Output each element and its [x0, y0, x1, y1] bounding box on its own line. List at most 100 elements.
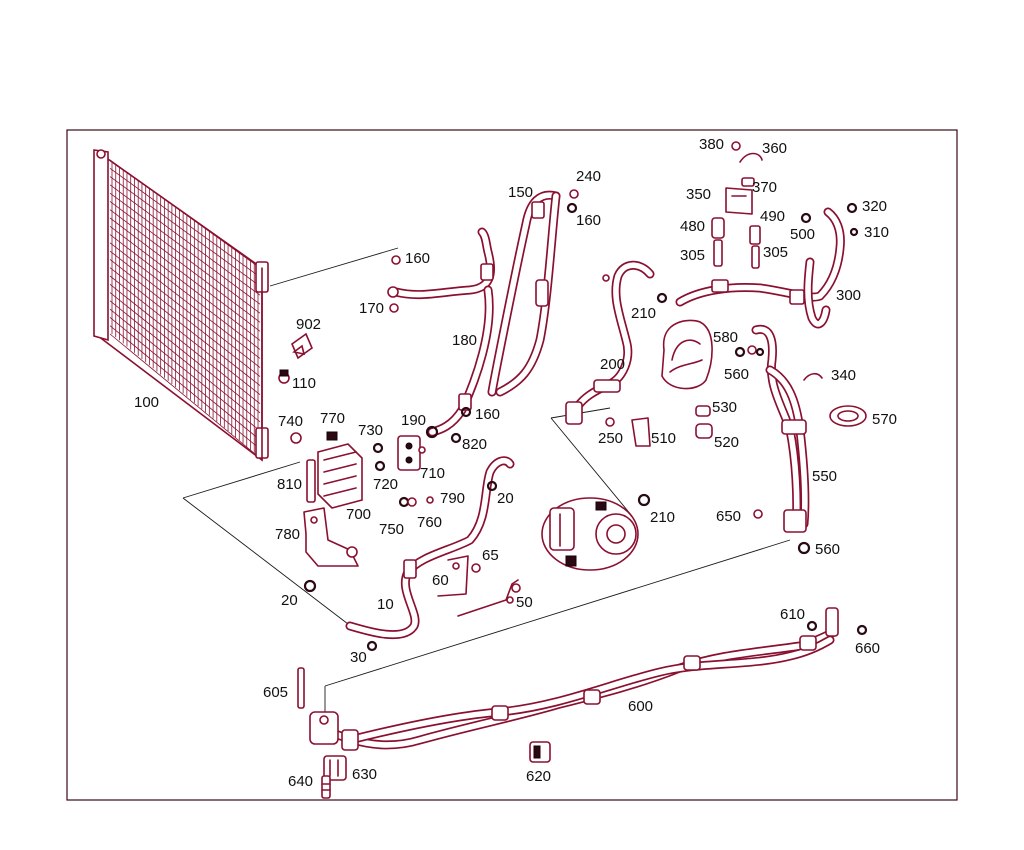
callout-620: 620 — [526, 768, 551, 785]
bolt-640 — [321, 775, 331, 799]
condenser-tube — [109, 275, 261, 395]
callout-350: 350 — [686, 186, 711, 203]
hose-150 — [487, 190, 561, 397]
callout-560: 560 — [815, 541, 840, 558]
callout-902: 902 — [296, 316, 321, 333]
line-50 — [457, 579, 521, 617]
callout-160: 160 — [475, 406, 500, 423]
condenser-tube — [109, 242, 261, 359]
condenser-tube — [109, 225, 261, 341]
callout-190: 190 — [401, 412, 426, 429]
condenser-tube — [109, 167, 261, 278]
condenser-tube — [109, 317, 261, 441]
bracket-350 — [725, 141, 763, 215]
callout-250: 250 — [598, 430, 623, 447]
callout-370: 370 — [752, 179, 777, 196]
clip-510 — [605, 417, 651, 447]
hose-300 — [661, 202, 859, 390]
callout-160: 160 — [405, 250, 430, 267]
callout-770: 770 — [320, 410, 345, 427]
callout-790: 790 — [440, 490, 465, 507]
condenser-tube — [109, 184, 261, 296]
callout-320: 320 — [862, 198, 887, 215]
condenser — [93, 149, 269, 462]
condenser-tube — [109, 267, 261, 386]
condenser-tube — [109, 333, 261, 459]
callout-600: 600 — [628, 698, 653, 715]
callout-100: 100 — [134, 394, 159, 411]
expansion-valve-710 — [397, 425, 462, 471]
callout-780: 780 — [275, 526, 300, 543]
hose-600 — [297, 607, 868, 751]
callout-700: 700 — [346, 506, 371, 523]
condenser-tube — [109, 250, 261, 368]
callout-500: 500 — [790, 226, 815, 243]
diagram-frame — [66, 129, 958, 801]
callout-50: 50 — [516, 594, 533, 611]
callout-650: 650 — [716, 508, 741, 525]
callout-660: 660 — [855, 640, 880, 657]
pressure-sensor-480 — [711, 217, 725, 267]
condenser-tube — [109, 325, 261, 450]
callout-750: 750 — [379, 521, 404, 538]
callout-605: 605 — [263, 684, 288, 701]
callout-820: 820 — [462, 436, 487, 453]
receiver-drier-700 — [290, 431, 434, 509]
callout-640: 640 — [288, 773, 313, 790]
condenser-tube — [109, 308, 261, 432]
pressure-sensor-490 — [749, 225, 761, 269]
callout-200: 200 — [600, 356, 625, 373]
callout-580: 580 — [713, 329, 738, 346]
callout-110: 110 — [292, 375, 316, 392]
callout-730: 730 — [358, 422, 383, 439]
callout-labels: 100 110 902 160 170 180 150 240 160 160 … — [134, 136, 897, 790]
callout-160: 160 — [576, 212, 601, 229]
condenser-tube — [109, 283, 261, 405]
bolt-110 — [278, 369, 290, 384]
callout-530: 530 — [712, 399, 737, 416]
condenser-tube — [109, 234, 261, 350]
callout-760: 760 — [417, 514, 442, 531]
condenser-tube — [109, 201, 261, 314]
callout-10: 10 — [377, 596, 394, 613]
callout-65: 65 — [482, 547, 499, 564]
callout-560: 560 — [724, 366, 749, 383]
condenser-tube — [109, 259, 261, 377]
condenser-tube — [109, 300, 261, 423]
callout-810: 810 — [277, 476, 302, 493]
callout-20: 20 — [497, 490, 514, 507]
callout-180: 180 — [452, 332, 477, 349]
bracket-902 — [291, 332, 313, 360]
callout-610: 610 — [780, 606, 805, 623]
callout-550: 550 — [812, 468, 837, 485]
callout-520: 520 — [714, 434, 739, 451]
bracket-780 — [303, 507, 359, 567]
callout-150: 150 — [508, 184, 533, 201]
callout-240: 240 — [576, 168, 601, 185]
leader-lines — [182, 247, 791, 712]
condenser-tube — [109, 217, 261, 332]
hose-200 — [565, 260, 668, 425]
clip-620 — [529, 741, 551, 763]
callout-380: 380 — [699, 136, 724, 153]
small-fittings — [389, 189, 579, 418]
condenser-tube — [109, 209, 261, 323]
callout-720: 720 — [373, 476, 398, 493]
callout-360: 360 — [762, 140, 787, 157]
callout-710: 710 — [420, 465, 445, 482]
clamp-630 — [323, 755, 347, 781]
bracket-60 — [437, 555, 481, 597]
condenser-tube — [109, 159, 261, 269]
callout-300: 300 — [836, 287, 861, 304]
callout-210: 210 — [650, 509, 675, 526]
callout-570: 570 — [872, 411, 897, 428]
callout-630: 630 — [352, 766, 377, 783]
condenser-tube — [109, 176, 261, 287]
compressor — [541, 493, 651, 571]
callout-60: 60 — [432, 572, 449, 589]
callout-340: 340 — [831, 367, 856, 384]
callout-170: 170 — [359, 300, 384, 317]
hose-550 — [734, 324, 867, 555]
condenser-tube — [109, 192, 261, 305]
